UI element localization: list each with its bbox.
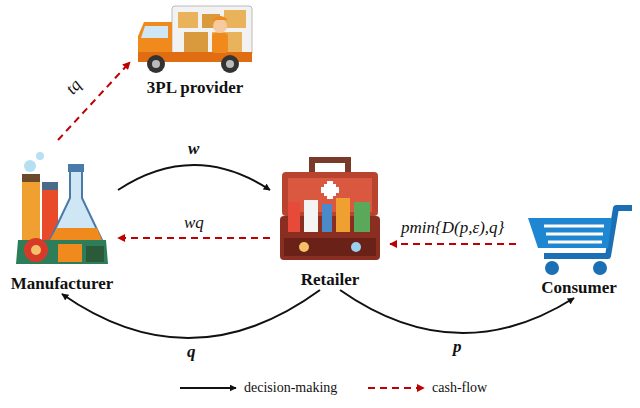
actor-node: Manufacturer <box>6 140 118 294</box>
legend-solid-line <box>180 387 236 389</box>
actor-name: 3PL provider <box>130 78 260 98</box>
actor-name: Consumer <box>516 278 640 298</box>
cash-flow-arrow <box>390 243 516 245</box>
edge-label: wq <box>182 213 206 233</box>
actor-icon <box>134 2 256 78</box>
edge-label: p <box>451 337 464 357</box>
cash-flow-arrow <box>118 237 270 239</box>
actor-node: Consumer <box>516 202 640 298</box>
legend-label: cash-flow <box>432 379 487 397</box>
decision-arrow <box>118 165 270 190</box>
actor-icon <box>274 142 386 270</box>
actor-node: 3PL provider <box>130 2 260 98</box>
actor-icon <box>520 202 638 278</box>
legend-dashed-line <box>368 387 424 389</box>
edge-label: q <box>185 342 198 362</box>
decision-arrow <box>340 290 574 333</box>
actor-icon <box>10 140 114 274</box>
edge-label: pmin{D(p,ε),q} <box>399 218 506 238</box>
actor-node: Retailer <box>270 142 390 290</box>
decision-arrow <box>62 290 320 338</box>
actor-name: Manufacturer <box>6 274 118 294</box>
edge-label: w <box>186 139 201 159</box>
actor-name: Retailer <box>270 270 390 290</box>
legend-label: decision-making <box>244 379 337 397</box>
cash-flow-arrow <box>58 62 130 140</box>
edge-label: tq <box>60 74 86 100</box>
